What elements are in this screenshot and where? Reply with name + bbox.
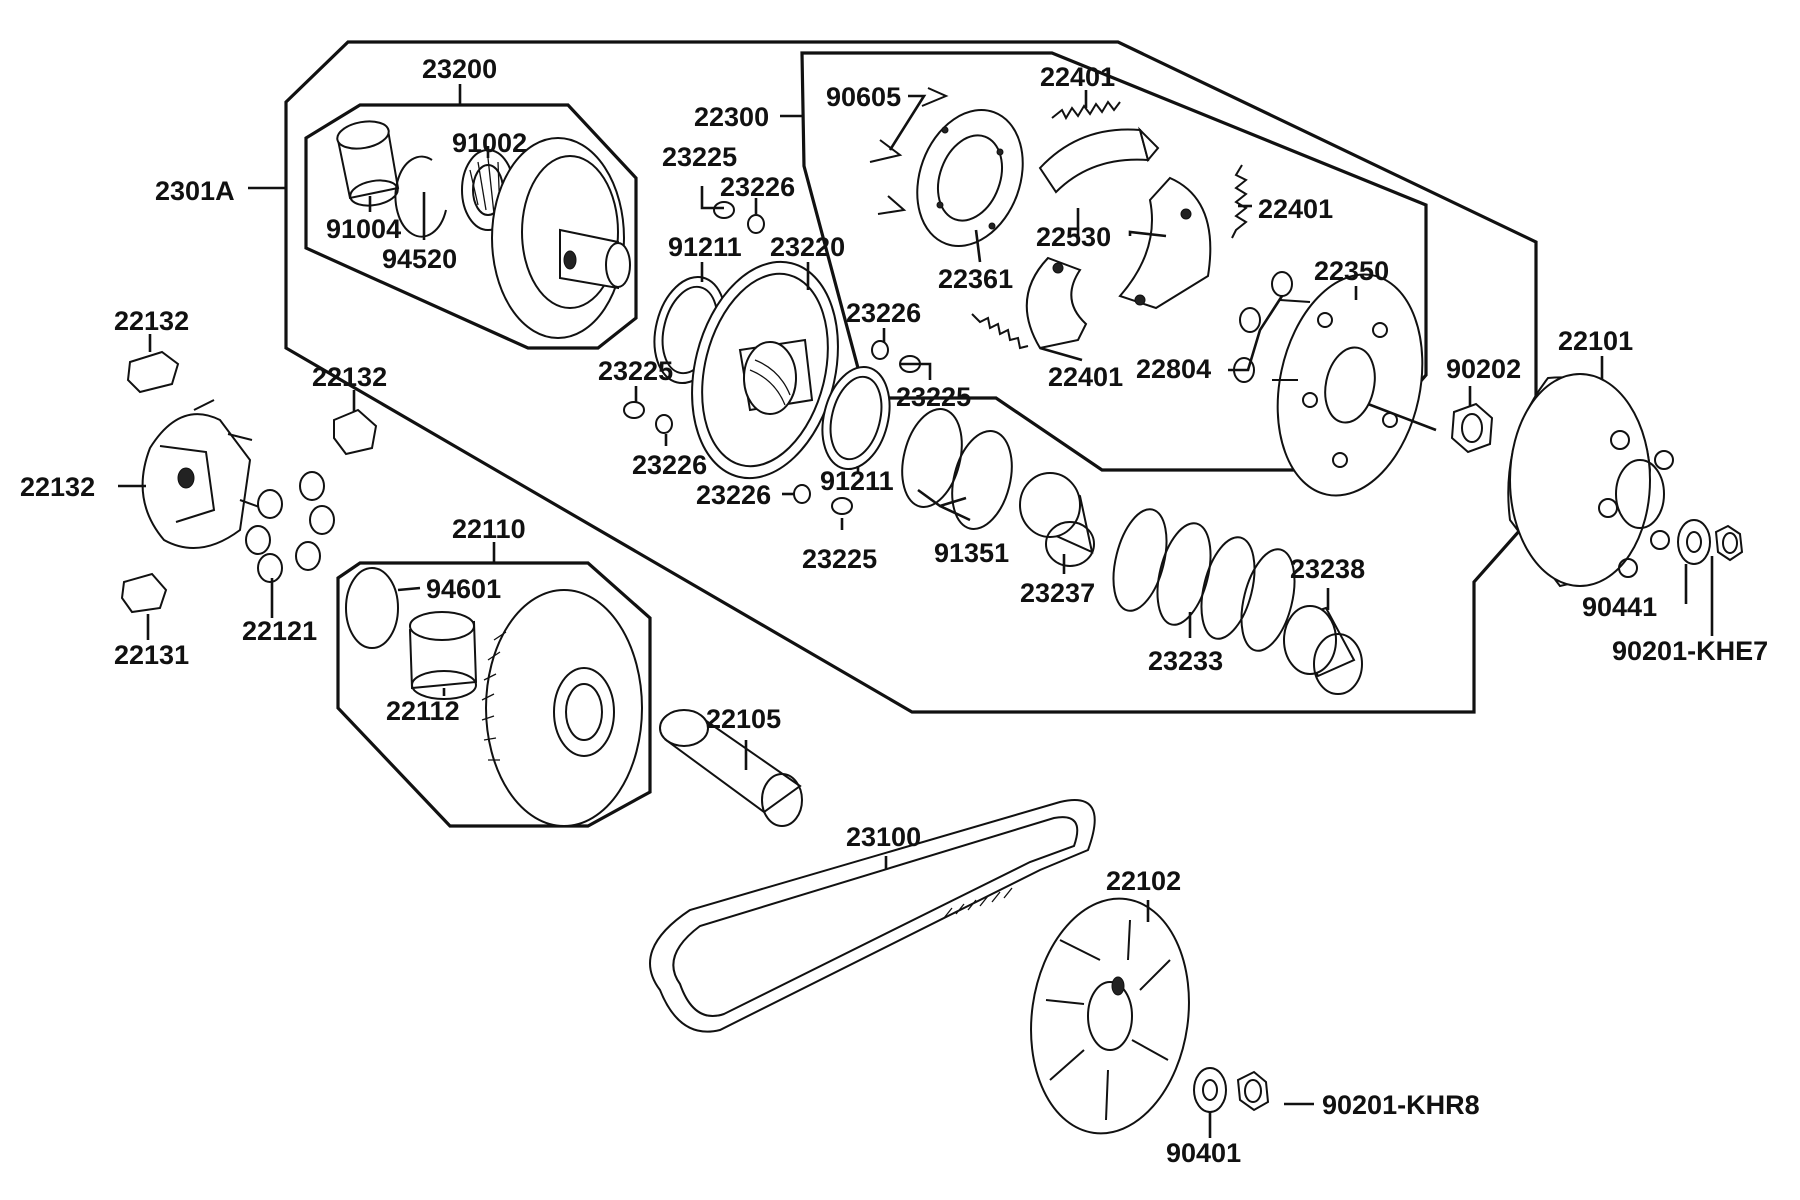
part-label-23220: 23220 [770,232,845,262]
roller-23226-upper-drawing [747,214,765,234]
part-label-22804: 22804 [1136,354,1211,384]
clutch-shoe-lower-drawing [1025,256,1088,350]
bushing-22112-drawing [408,611,478,700]
circlip-94520-drawing [394,155,447,238]
outline-group-23200 [304,103,638,350]
slider-22132-bottom-drawing [120,572,168,614]
part-label-23225-left: 23225 [598,356,673,386]
pin-23225-low-drawing [831,497,853,515]
part-label-91211-lower: 91211 [820,466,894,496]
part-label-23226-upper: 23226 [720,172,795,202]
spring-22401-top-drawing [1051,100,1121,121]
part-label-22530: 22530 [1036,222,1111,252]
slider-22132-right-drawing [333,408,378,456]
part-label-22105: 22105 [706,704,781,734]
oring-91211-lower-drawing [821,365,891,471]
roller-23226-left-drawing [655,414,673,434]
part-label-91351: 91351 [934,538,1009,568]
rollers-22121-drawing [245,471,335,583]
part-label-22300: 22300 [694,102,769,132]
part-label-22361: 22361 [938,264,1013,294]
part-label-23225-low: 23225 [802,544,877,574]
part-label-91004: 91004 [326,214,401,244]
roller-23226-low-drawing [793,484,811,504]
washer-90441-drawing [1677,519,1711,565]
part-label-91002: 91002 [452,128,527,158]
part-label-22121: 22121 [242,616,317,646]
part-label-23100: 23100 [846,822,921,852]
part-label-22132-top: 22132 [114,306,189,336]
part-label-90441: 90441 [1582,592,1657,622]
collar-23237-drawing [1019,472,1095,567]
part-label-90201-KHE7: 90201-KHE7 [1612,636,1768,666]
part-label-22131: 22132 [20,472,95,502]
nut-90202-drawing [1450,402,1494,454]
part-label-23226-low: 23226 [696,480,771,510]
collar-23238-drawing [1283,605,1363,695]
part-label-22102: 22102 [1106,866,1181,896]
part-label-94520: 94520 [382,244,457,274]
clutch-shoe-upper-drawing [1038,126,1160,194]
part-label-90202: 90202 [1446,354,1521,384]
part-label-22132-right: 22132 [312,362,387,392]
driven-face-drawing [491,137,631,339]
part-label-22112: 22112 [386,696,460,726]
movable-driven-face-23220-drawing [691,260,839,480]
leader-lines [118,84,1714,1138]
nut-90201-KHR8-drawing [1236,1070,1270,1112]
spring-22401-lower-drawing [971,313,1029,350]
part-label-23225-mid: 23225 [896,382,971,412]
part-label-23233: 23233 [1148,646,1223,676]
part-label-94601: 94601 [426,574,501,604]
washer-90605-drawing [869,87,949,215]
roller-23226-mid-drawing [871,340,889,360]
part-label-22110: 22110 [452,514,526,544]
spring-22401-right-drawing [1231,164,1248,239]
clutch-bell-22101-drawing [1507,373,1674,588]
circlip-94601-drawing [345,567,399,649]
pin-23225-left-drawing [623,401,645,419]
clutch-shoe-right-drawing [1118,176,1212,310]
nut-90201-KHE7-drawing [1714,524,1744,562]
part-label-90605: 90605 [826,82,901,112]
part-label-23237: 23237 [1020,578,1095,608]
plate-22361-drawing [916,109,1024,247]
part-label-22401-lower: 22401 [1048,362,1123,392]
slider-22132-top-drawing [126,350,180,394]
outline-group-22300 [800,51,1428,472]
orings-91351-drawing [901,408,1013,530]
drive-face-22110-drawing [481,589,643,827]
spring-23233-drawing [1112,508,1296,652]
part-label-23200: 23200 [422,54,497,84]
part-label-91211-upper: 91211 [668,232,742,262]
drive-plate-22350-drawing [1272,273,1424,497]
washer-90401-drawing [1193,1067,1227,1113]
sleeve-91004-drawing [336,120,400,207]
part-label-22132-bottom: 22131 [114,640,189,670]
drive-belt-23100-drawing [649,799,1096,1033]
part-label-22350: 22350 [1314,256,1389,286]
outline-group-22110 [336,561,652,828]
part-label-23226-mid: 23226 [846,298,921,328]
collar-22105-drawing [659,709,803,827]
part-label-22401-top: 22401 [1040,62,1115,92]
fan-22102-drawing [1030,897,1190,1135]
part-label-23238: 23238 [1290,554,1365,584]
ramp-plate-22131-drawing [141,399,263,549]
pin-23225-upper-drawing [713,201,735,219]
outline-group-2301A [284,40,1538,714]
part-label-90201-KHR8: 90201-KHR8 [1322,1090,1480,1120]
part-label-22101: 22101 [1558,326,1633,356]
part-label-2301A: 2301A [155,176,235,206]
part-label-90401: 90401 [1166,1138,1241,1168]
part-label-23225-upper: 23225 [662,142,737,172]
part-label-23226-left: 23226 [632,450,707,480]
part-label-22401-right: 22401 [1258,194,1333,224]
